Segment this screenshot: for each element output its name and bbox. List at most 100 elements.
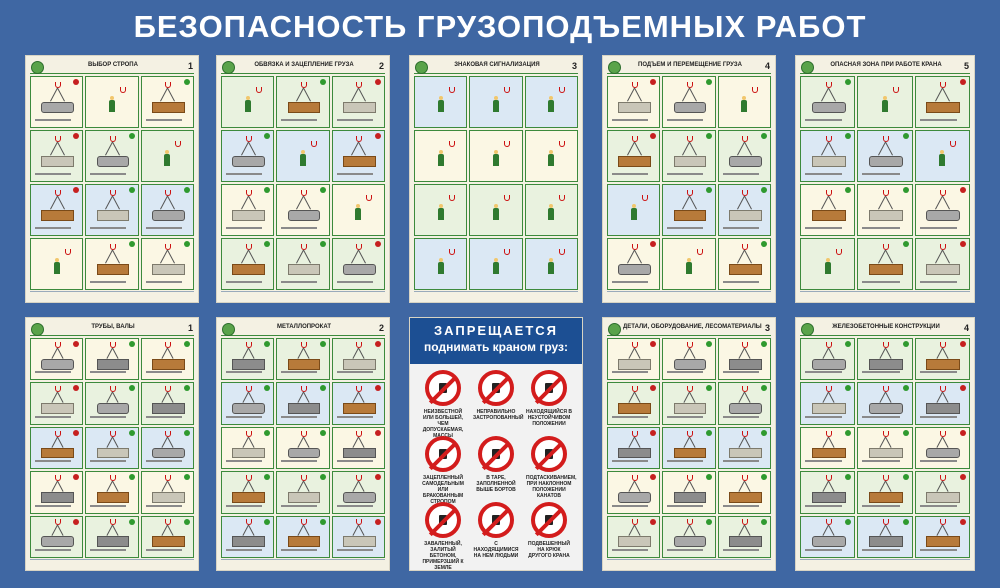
illustration-panel (140, 426, 194, 470)
wrong-mark-icon (650, 79, 657, 85)
forbidden-heading: ЗАПРЕЩАЕТСЯ (433, 323, 559, 338)
hook-icon (245, 519, 252, 526)
caption-line (226, 227, 262, 229)
correct-mark-icon (705, 133, 712, 139)
wrong-mark-icon (73, 429, 80, 436)
cargo-load (151, 536, 185, 548)
correct-mark-icon (902, 133, 909, 139)
hook-icon (109, 136, 116, 142)
cargo-load (868, 358, 903, 370)
sling-rope (885, 347, 892, 359)
illustration-panel (914, 130, 970, 182)
cargo-load (232, 447, 266, 459)
hook-icon (752, 87, 759, 93)
caption-line (919, 504, 957, 507)
correct-mark-icon (264, 518, 271, 525)
sign-glyph (545, 449, 553, 459)
caption-line (667, 371, 704, 374)
sling-rope (56, 87, 65, 102)
illustration-panel (524, 76, 578, 128)
cargo-load (926, 447, 961, 459)
sling-rope (167, 392, 174, 404)
correct-mark-icon (128, 187, 135, 193)
hook-icon (825, 341, 832, 348)
worker-figure (492, 257, 499, 274)
caption-line (226, 371, 262, 374)
caption-line (862, 173, 900, 175)
hook-icon (448, 141, 455, 147)
sling-rope (820, 141, 829, 156)
hook-icon (686, 82, 693, 88)
caption-line (805, 227, 843, 229)
cargo-load (96, 491, 130, 503)
cargo-load (811, 403, 846, 415)
sling-rope (689, 141, 697, 156)
worker-figure (548, 203, 555, 220)
caption-line (35, 227, 71, 229)
illustration-panel (914, 426, 970, 470)
illustration-panel (914, 515, 970, 558)
sling-rope (744, 480, 751, 492)
cargo-load (287, 536, 321, 548)
worker-figure (741, 95, 748, 112)
illustration-panel (30, 426, 84, 470)
illustration-panel (717, 184, 771, 236)
correct-mark-icon (760, 187, 767, 193)
sling-rope (633, 436, 641, 448)
correct-mark-icon (705, 429, 712, 436)
hook-icon (165, 82, 172, 88)
poster-illustrations (800, 76, 970, 290)
prohibition-sign: ЗАВАЛЕННЫЙ, ЗАЛИТЫЙ БЕТОНОМ, ПРИМЕРЗШИЙ … (420, 502, 466, 570)
correct-mark-icon (902, 341, 909, 347)
illustration-panel (800, 515, 856, 558)
cargo-load (673, 209, 707, 221)
sling-rope (112, 249, 120, 264)
illustration-panel (857, 515, 913, 558)
sling-rope (689, 525, 696, 537)
sling-rope (626, 87, 635, 102)
illustration-panel (607, 130, 661, 182)
sign-glyph (492, 449, 500, 459)
caption-line (612, 371, 648, 374)
worker-figure (548, 257, 555, 274)
cargo-load (232, 358, 266, 370)
prohibition-sign: НЕИЗВЕСТНОЙ ИЛИ БОЛЬШЕЙ, ЧЕМ ДОПУСКАЕМАЯ… (420, 370, 466, 439)
poster-title: ОПАСНАЯ ЗОНА ПРИ РАБОТЕ КРАНА (830, 62, 942, 68)
sling-rope (885, 525, 892, 537)
correct-mark-icon (128, 518, 135, 525)
emblem-icon (415, 61, 428, 74)
correct-mark-icon (264, 474, 271, 481)
page-title: БЕЗОПАСНОСТЬ ГРУЗОПОДЪЕМНЫХ РАБОТ (133, 9, 867, 44)
correct-mark-icon (128, 133, 135, 139)
wrong-mark-icon (73, 518, 80, 525)
illustration-panel (30, 184, 84, 236)
hook-icon (300, 82, 307, 88)
sling-rope (633, 392, 641, 404)
person-on-load-icon (478, 502, 514, 538)
cargo-load (673, 155, 707, 167)
hook-icon (165, 475, 172, 482)
illustration-panel (331, 130, 385, 182)
sling-rope (56, 195, 65, 210)
hook-icon (300, 386, 307, 393)
correct-mark-icon (902, 385, 909, 392)
sling-rope (744, 525, 751, 537)
correct-mark-icon (705, 341, 712, 347)
caption-line (862, 371, 900, 374)
sling-rope (820, 195, 829, 210)
illustration-panel (414, 76, 468, 128)
cargo-load (618, 358, 652, 370)
frozen-load-icon (425, 502, 461, 538)
caption-line (145, 460, 182, 463)
cargo-load (151, 491, 185, 503)
hook-icon (825, 430, 832, 437)
caption-line (862, 504, 900, 507)
hook-icon (356, 519, 363, 526)
hook-icon (54, 341, 61, 348)
hook-icon (300, 519, 307, 526)
